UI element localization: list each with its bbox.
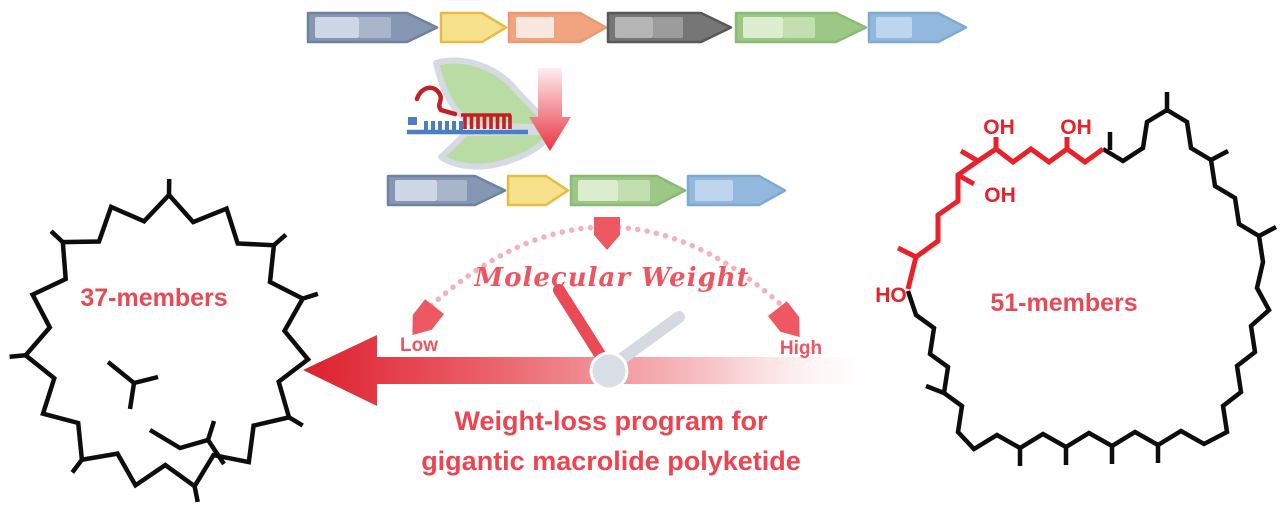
caption-line-2: gigantic macrolide polyketide xyxy=(421,446,801,476)
reduced-gene-cluster xyxy=(386,174,787,207)
gene-domain xyxy=(783,17,815,38)
gauge-low-pointer-icon xyxy=(412,299,445,336)
right-macrolide-red-branches xyxy=(896,137,1070,260)
left-structure-label: 37-members xyxy=(80,284,227,312)
right-structure-label: 51-members xyxy=(990,289,1137,317)
right-macrolide-methyl-ticks xyxy=(925,92,1278,466)
left-macrolide-side-chains xyxy=(106,360,226,466)
hydroxyl-label-1: OH xyxy=(983,116,1015,139)
gene-domain xyxy=(516,17,554,38)
gene-domain xyxy=(395,180,437,201)
left-macrolide-structure: 37-members xyxy=(9,178,319,503)
left-macrolide-methyl-ticks xyxy=(9,178,319,503)
gene-arrow xyxy=(506,174,570,207)
gauge-needle-red xyxy=(553,284,612,370)
gauge-title: Molecular Weight xyxy=(473,263,749,293)
cas9-lower-lobe xyxy=(438,129,556,170)
hydroxyl-label-3: OH xyxy=(984,184,1016,207)
right-macrolide-black-backbone xyxy=(905,107,1272,452)
gene-domain xyxy=(359,17,391,38)
top-gene-cluster xyxy=(306,11,968,44)
hydroxyl-label-2: OH xyxy=(1060,116,1092,139)
gene-domain xyxy=(618,180,650,201)
dna-fragment xyxy=(408,117,417,125)
gene-domain xyxy=(437,180,467,201)
caption-line-1: Weight-loss program for xyxy=(454,406,768,436)
gene-domain xyxy=(695,180,733,201)
process-down-arrow-icon xyxy=(529,68,571,151)
gauge-low-label: Low xyxy=(400,335,438,356)
right-macrolide-structure: OH OH OH HO 51-members xyxy=(875,92,1278,466)
gauge-high-pointer-icon xyxy=(767,301,800,338)
gene-domain xyxy=(743,17,783,38)
gene-domain xyxy=(653,17,683,38)
left-macrolide-backbone xyxy=(22,191,312,490)
right-macrolide-red-segment xyxy=(905,145,1105,290)
gauge-band xyxy=(421,324,791,355)
dna-comb-teeth xyxy=(424,121,463,131)
cas9-genome-editing-icon xyxy=(407,57,556,170)
molecular-weight-gauge: Low High Molecular Weight xyxy=(400,217,822,391)
gauge-pivot xyxy=(589,351,629,391)
gauge-top-pointer-icon xyxy=(594,217,620,250)
hydroxyl-label-ho: HO xyxy=(875,284,907,307)
left-macrolide-ring xyxy=(9,178,319,503)
gene-domain xyxy=(615,17,653,38)
gene-domain xyxy=(578,180,618,201)
gene-domain xyxy=(315,17,359,38)
gene-domain xyxy=(876,17,912,38)
gene-arrow xyxy=(439,11,508,44)
guide-rna-squiggle xyxy=(414,85,458,117)
gauge-high-label: High xyxy=(780,338,822,359)
guide-rna-rungs xyxy=(461,113,512,129)
